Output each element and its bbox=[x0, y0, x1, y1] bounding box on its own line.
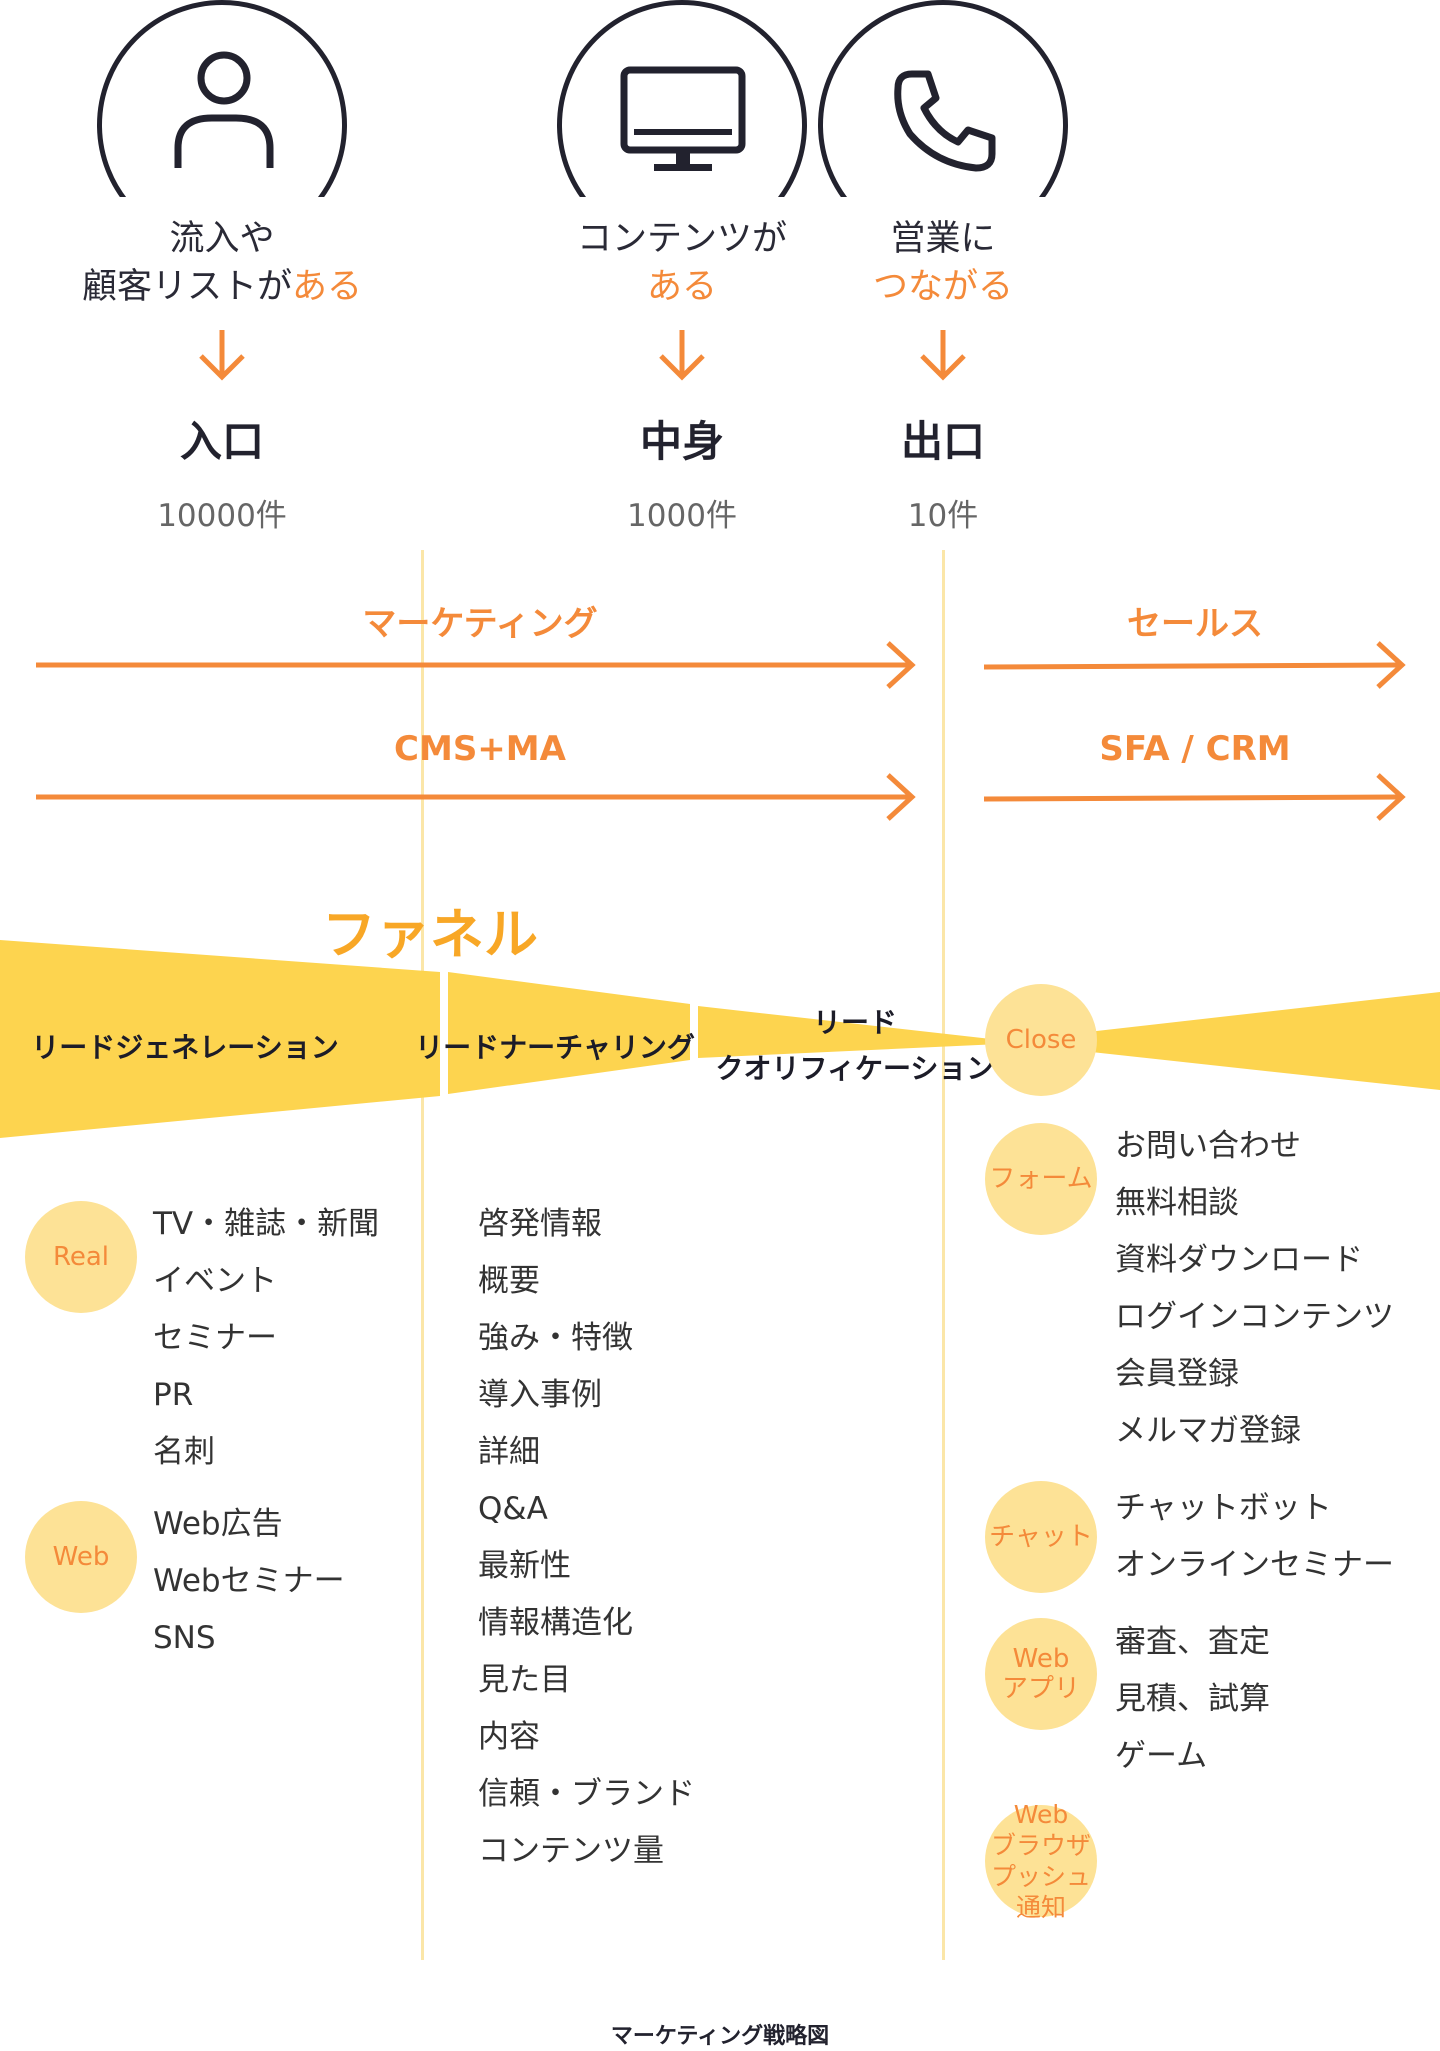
web-push-bubble: Web ブラウザ プッシュ通知 bbox=[985, 1800, 1097, 1922]
lead-nurturing-label: リードナーチャリング bbox=[415, 1031, 695, 1064]
stage-exit-line2-accent: つながる bbox=[872, 267, 1013, 307]
cms-ma-label: CMS+MA bbox=[394, 729, 566, 769]
list-item: Webセミナー bbox=[153, 1563, 345, 1599]
stage-exit-count: 10件 bbox=[907, 498, 979, 534]
list-item: 無料相談 bbox=[1115, 1185, 1239, 1221]
form-list: お問い合わせ 無料相談 資料ダウンロード ログインコンテンツ 会員登録 メルマガ… bbox=[1115, 1118, 1394, 1460]
web-app-bubble-text: Web アプリ bbox=[1001, 1644, 1080, 1704]
list-item: Q&A bbox=[478, 1491, 548, 1527]
chat-list: チャットボット オンラインセミナー bbox=[1115, 1480, 1394, 1594]
stage-content-text: コンテンツが ある bbox=[522, 215, 842, 311]
list-item: 信頼・ブランド bbox=[478, 1776, 695, 1812]
funnel-title: ファネル bbox=[322, 903, 538, 966]
list-item: Web広告 bbox=[153, 1506, 283, 1542]
stage-entry-text: 流入や 顧客リストがある bbox=[62, 215, 382, 311]
funnel-shape bbox=[0, 940, 1440, 1138]
list-item: SNS bbox=[153, 1620, 216, 1656]
marketing-arrow-icon bbox=[36, 641, 916, 689]
list-item: セミナー bbox=[153, 1320, 277, 1356]
web-app-list: 審査、査定 見積、試算 ゲーム bbox=[1115, 1614, 1270, 1785]
stage-entry-line2: 顧客リストがある bbox=[62, 263, 382, 311]
real-bubble: Real bbox=[25, 1201, 137, 1313]
form-bubble: フォーム bbox=[985, 1123, 1097, 1235]
stage-exit-title: 出口 bbox=[900, 417, 985, 466]
down-arrow-icon bbox=[920, 330, 966, 381]
stage-entry-line2-accent: ある bbox=[292, 267, 363, 307]
chat-bubble: チャット bbox=[985, 1481, 1097, 1593]
sales-arrow-icon bbox=[983, 641, 1406, 689]
list-item: 名刺 bbox=[153, 1434, 215, 1470]
web-push-bubble-text: Web ブラウザ プッシュ通知 bbox=[990, 1800, 1091, 1922]
real-list: TV・雑誌・新聞 イベント セミナー PR 名刺 bbox=[153, 1196, 379, 1481]
stage-content-line1: コンテンツが bbox=[576, 219, 787, 259]
stage-exit-text: 営業に つながる bbox=[783, 215, 1103, 311]
list-item: オンラインセミナー bbox=[1115, 1547, 1394, 1583]
list-item: メルマガ登録 bbox=[1115, 1413, 1301, 1449]
list-item: TV・雑誌・新聞 bbox=[153, 1206, 380, 1242]
person-icon bbox=[174, 51, 274, 168]
list-item: 概要 bbox=[478, 1263, 540, 1299]
list-item: 見た目 bbox=[478, 1662, 571, 1698]
list-item: チャットボット bbox=[1115, 1490, 1332, 1526]
sales-label: セールス bbox=[1127, 604, 1263, 644]
stage-content-count: 1000件 bbox=[627, 498, 737, 534]
stage-content-title: 中身 bbox=[639, 417, 724, 466]
down-arrow-icon bbox=[659, 330, 705, 381]
list-item: 内容 bbox=[478, 1719, 540, 1755]
phone-icon bbox=[894, 70, 996, 172]
close-bubble: Close bbox=[985, 984, 1097, 1096]
lead-qualification-line2: クオリフィケーション bbox=[715, 1052, 995, 1085]
web-bubble: Web bbox=[25, 1501, 137, 1613]
stage-entry-count: 10000件 bbox=[157, 498, 287, 534]
list-item: 見積、試算 bbox=[1115, 1681, 1270, 1717]
list-item: ログインコンテンツ bbox=[1115, 1299, 1394, 1335]
icon-mask bbox=[0, 197, 1440, 317]
diagram-caption: マーケティング戦略図 bbox=[610, 2024, 830, 2049]
list-item: 導入事例 bbox=[478, 1377, 602, 1413]
list-item: PR bbox=[153, 1377, 194, 1413]
list-item: お問い合わせ bbox=[1115, 1128, 1301, 1164]
marketing-label: マーケティング bbox=[362, 604, 598, 644]
list-item: 資料ダウンロード bbox=[1115, 1242, 1363, 1278]
list-item: コンテンツ量 bbox=[478, 1833, 664, 1869]
web-list: Web広告 Webセミナー SNS bbox=[153, 1496, 345, 1667]
stage-exit-line1: 営業に bbox=[890, 219, 996, 259]
list-item: 強み・特徴 bbox=[478, 1320, 633, 1356]
sfa-crm-arrow-icon bbox=[983, 773, 1406, 821]
cms-ma-arrow-icon bbox=[36, 773, 916, 821]
list-item: 最新性 bbox=[478, 1548, 571, 1584]
lead-qualification-label: リード クオリフィケーション bbox=[700, 1000, 1010, 1092]
list-item: 啓発情報 bbox=[478, 1206, 602, 1242]
lead-generation-label: リードジェネレーション bbox=[31, 1031, 339, 1064]
lead-qualification-line1: リード bbox=[812, 1006, 897, 1039]
list-item: 会員登録 bbox=[1115, 1356, 1239, 1392]
list-item: ゲーム bbox=[1115, 1738, 1208, 1774]
list-item: イベント bbox=[153, 1263, 277, 1299]
divider-line-content bbox=[421, 550, 424, 1960]
stage-entry-line1: 流入や bbox=[169, 219, 275, 259]
sfa-crm-label: SFA / CRM bbox=[1099, 729, 1291, 769]
list-item: 詳細 bbox=[478, 1434, 540, 1470]
list-item: 審査、査定 bbox=[1115, 1624, 1270, 1660]
divider-line-exit bbox=[942, 550, 945, 1960]
down-arrow-icon bbox=[199, 330, 245, 381]
stage-content-line2-accent: ある bbox=[646, 267, 717, 307]
stage-entry-line2-plain: 顧客リストが bbox=[81, 267, 292, 307]
monitor-icon bbox=[620, 66, 746, 171]
stage-entry-title: 入口 bbox=[179, 417, 264, 466]
content-list: 啓発情報 概要 強み・特徴 導入事例 詳細 Q&A 最新性 情報構造化 見た目 … bbox=[478, 1196, 695, 1880]
web-app-bubble: Web アプリ bbox=[985, 1618, 1097, 1730]
list-item: 情報構造化 bbox=[478, 1605, 633, 1641]
